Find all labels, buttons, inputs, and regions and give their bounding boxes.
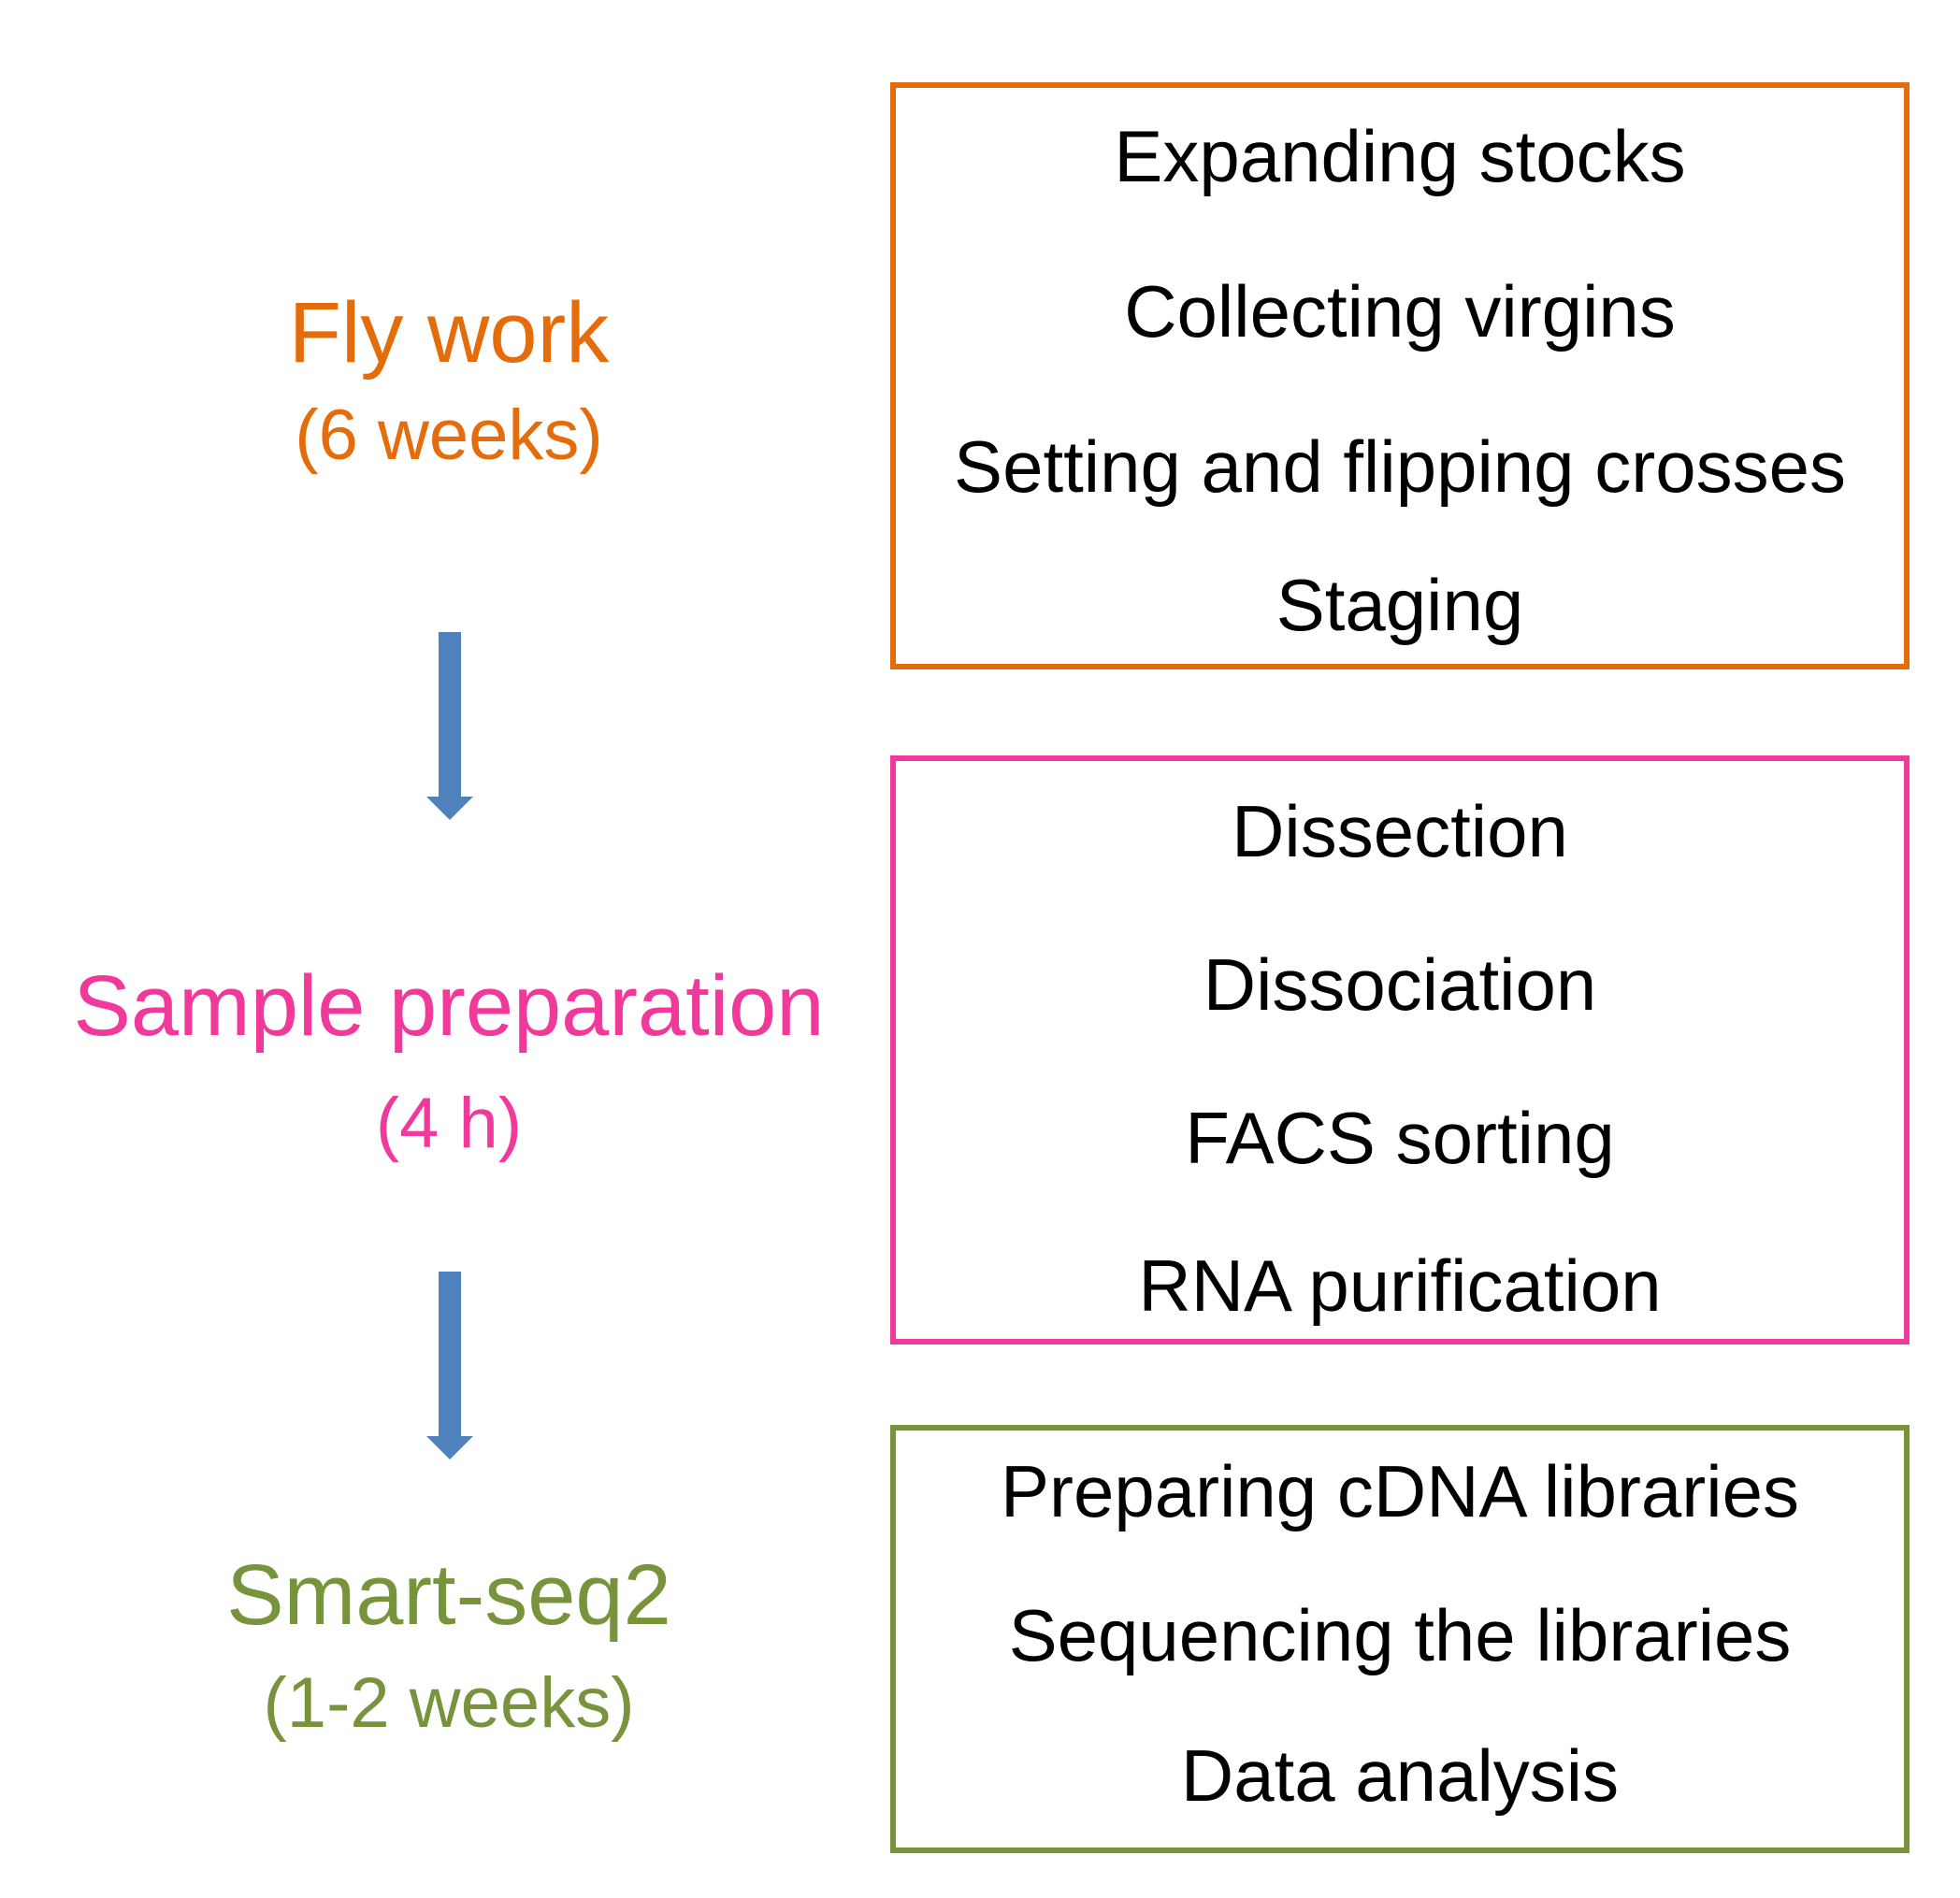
fly-work-item: Setting and flipping crosses: [954, 425, 1846, 508]
down-arrow-icon: [426, 1272, 473, 1459]
smart-seq2-item: Sequencing the libraries: [1008, 1594, 1792, 1676]
stage-fly-work-duration: (6 weeks): [295, 395, 603, 475]
stage-smart-seq2-duration: (1-2 weeks): [263, 1663, 635, 1743]
fly-work-item: Staging: [1275, 564, 1524, 646]
sample-preparation-item: Dissection: [1232, 790, 1568, 872]
down-arrow-icon: [426, 632, 473, 820]
smart-seq2-box: Preparing cDNA libraries Sequencing the …: [890, 1425, 1910, 1853]
stage-smart-seq2-title: Smart-seq2: [226, 1547, 671, 1643]
fly-work-item: Expanding stocks: [1114, 115, 1686, 197]
smart-seq2-item: Preparing cDNA libraries: [1000, 1450, 1799, 1532]
sample-preparation-item: FACS sorting: [1185, 1097, 1615, 1179]
sample-preparation-item: RNA purification: [1138, 1244, 1662, 1327]
stage-fly-work-title: Fly work: [288, 285, 610, 381]
stage-sample-preparation-title: Sample preparation: [73, 958, 825, 1054]
stage-sample-preparation-duration: (4 h): [375, 1084, 523, 1163]
fly-work-item: Collecting virgins: [1124, 270, 1676, 352]
fly-work-box: Expanding stocks Collecting virgins Sett…: [890, 82, 1910, 669]
smart-seq2-item: Data analysis: [1180, 1734, 1620, 1817]
sample-preparation-box: Dissection Dissociation FACS sorting RNA…: [890, 755, 1910, 1344]
sample-preparation-item: Dissociation: [1203, 943, 1597, 1026]
